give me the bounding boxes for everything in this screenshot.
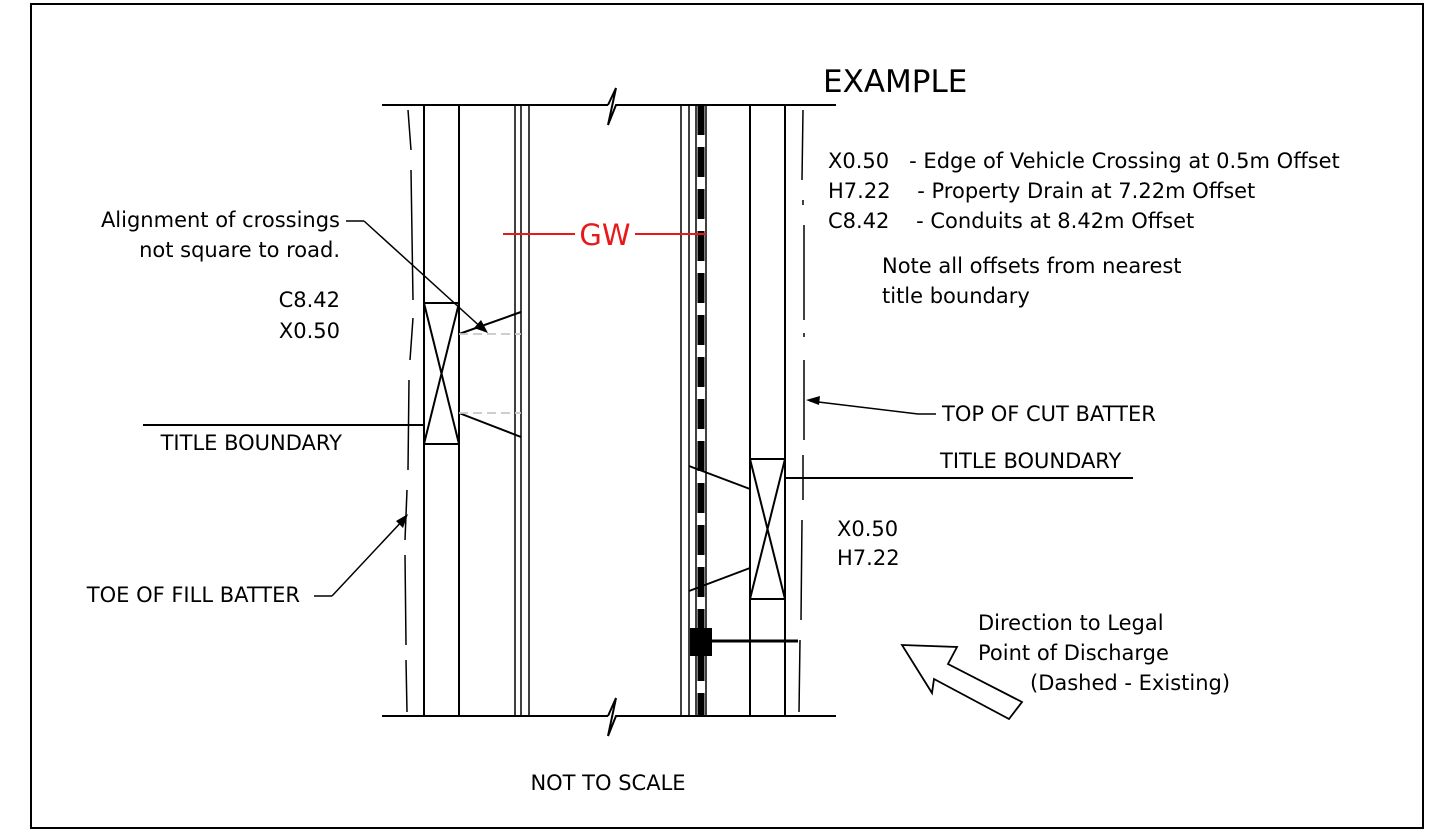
right-title-boundary-label: TITLE BOUNDARY [939,449,1122,473]
crossing-edge-bottom [458,412,522,438]
drain-pit [690,628,712,656]
legend: X0.50 - Edge of Vehicle Crossing at 0.5m… [828,149,1340,233]
crossing-box [423,302,460,445]
break-lines [607,87,836,737]
top-of-cut-leader [806,396,936,415]
legend-item: C8.42 - Conduits at 8.42m Offset [828,209,1194,233]
left-crossing-code: C8.42 [279,288,340,312]
legend-item: X0.50 - Edge of Vehicle Crossing at 0.5m… [828,149,1340,173]
right-vehicle-crossing [688,458,786,600]
top-of-cut-line [798,109,805,713]
crossing-edge-bottom [688,567,751,592]
right-crossing-code: X0.50 [837,517,898,541]
right-road-edge [680,105,805,716]
crossing-edge-top [688,465,751,490]
discharge-direction-text: (Dashed - Existing) [1030,671,1230,695]
right-crossing-code: H7.22 [837,546,900,570]
break-line-top [607,87,836,126]
toe-of-fill-label: TOE OF FILL BATTER [86,583,300,607]
discharge-direction-text: Direction to Legal [978,611,1164,635]
legend-item: H7.22 - Property Drain at 7.22m Offset [828,179,1255,203]
left-vehicle-crossing [423,302,522,445]
left-title-boundary-label: TITLE BOUNDARY [160,431,343,455]
drawing-title: EXAMPLE [823,64,967,100]
alignment-leader [346,220,488,333]
left-road-edge [382,104,608,717]
alignment-callout: Alignment of crossings [101,208,340,232]
left-crossing-code: X0.50 [279,319,340,343]
alignment-callout: not square to road. [139,238,340,262]
break-line-bottom [607,697,836,737]
discharge-arrow-icon [900,644,1024,721]
scale-note: NOT TO SCALE [530,771,685,795]
toe-of-fill-leader [314,514,408,597]
toe-of-fill-line [404,109,414,713]
offset-note: title boundary [882,284,1030,308]
discharge-direction-text: Point of Discharge [978,641,1169,665]
gas-main-label: GW [579,218,630,252]
crossing-edge-top [458,311,522,335]
top-of-cut-label: TOP OF CUT BATTER [941,402,1156,426]
sheet-border [30,3,1424,829]
offset-note: Note all offsets from nearest [882,254,1182,278]
crossing-box [749,458,786,600]
gas-main: GW [503,218,706,252]
